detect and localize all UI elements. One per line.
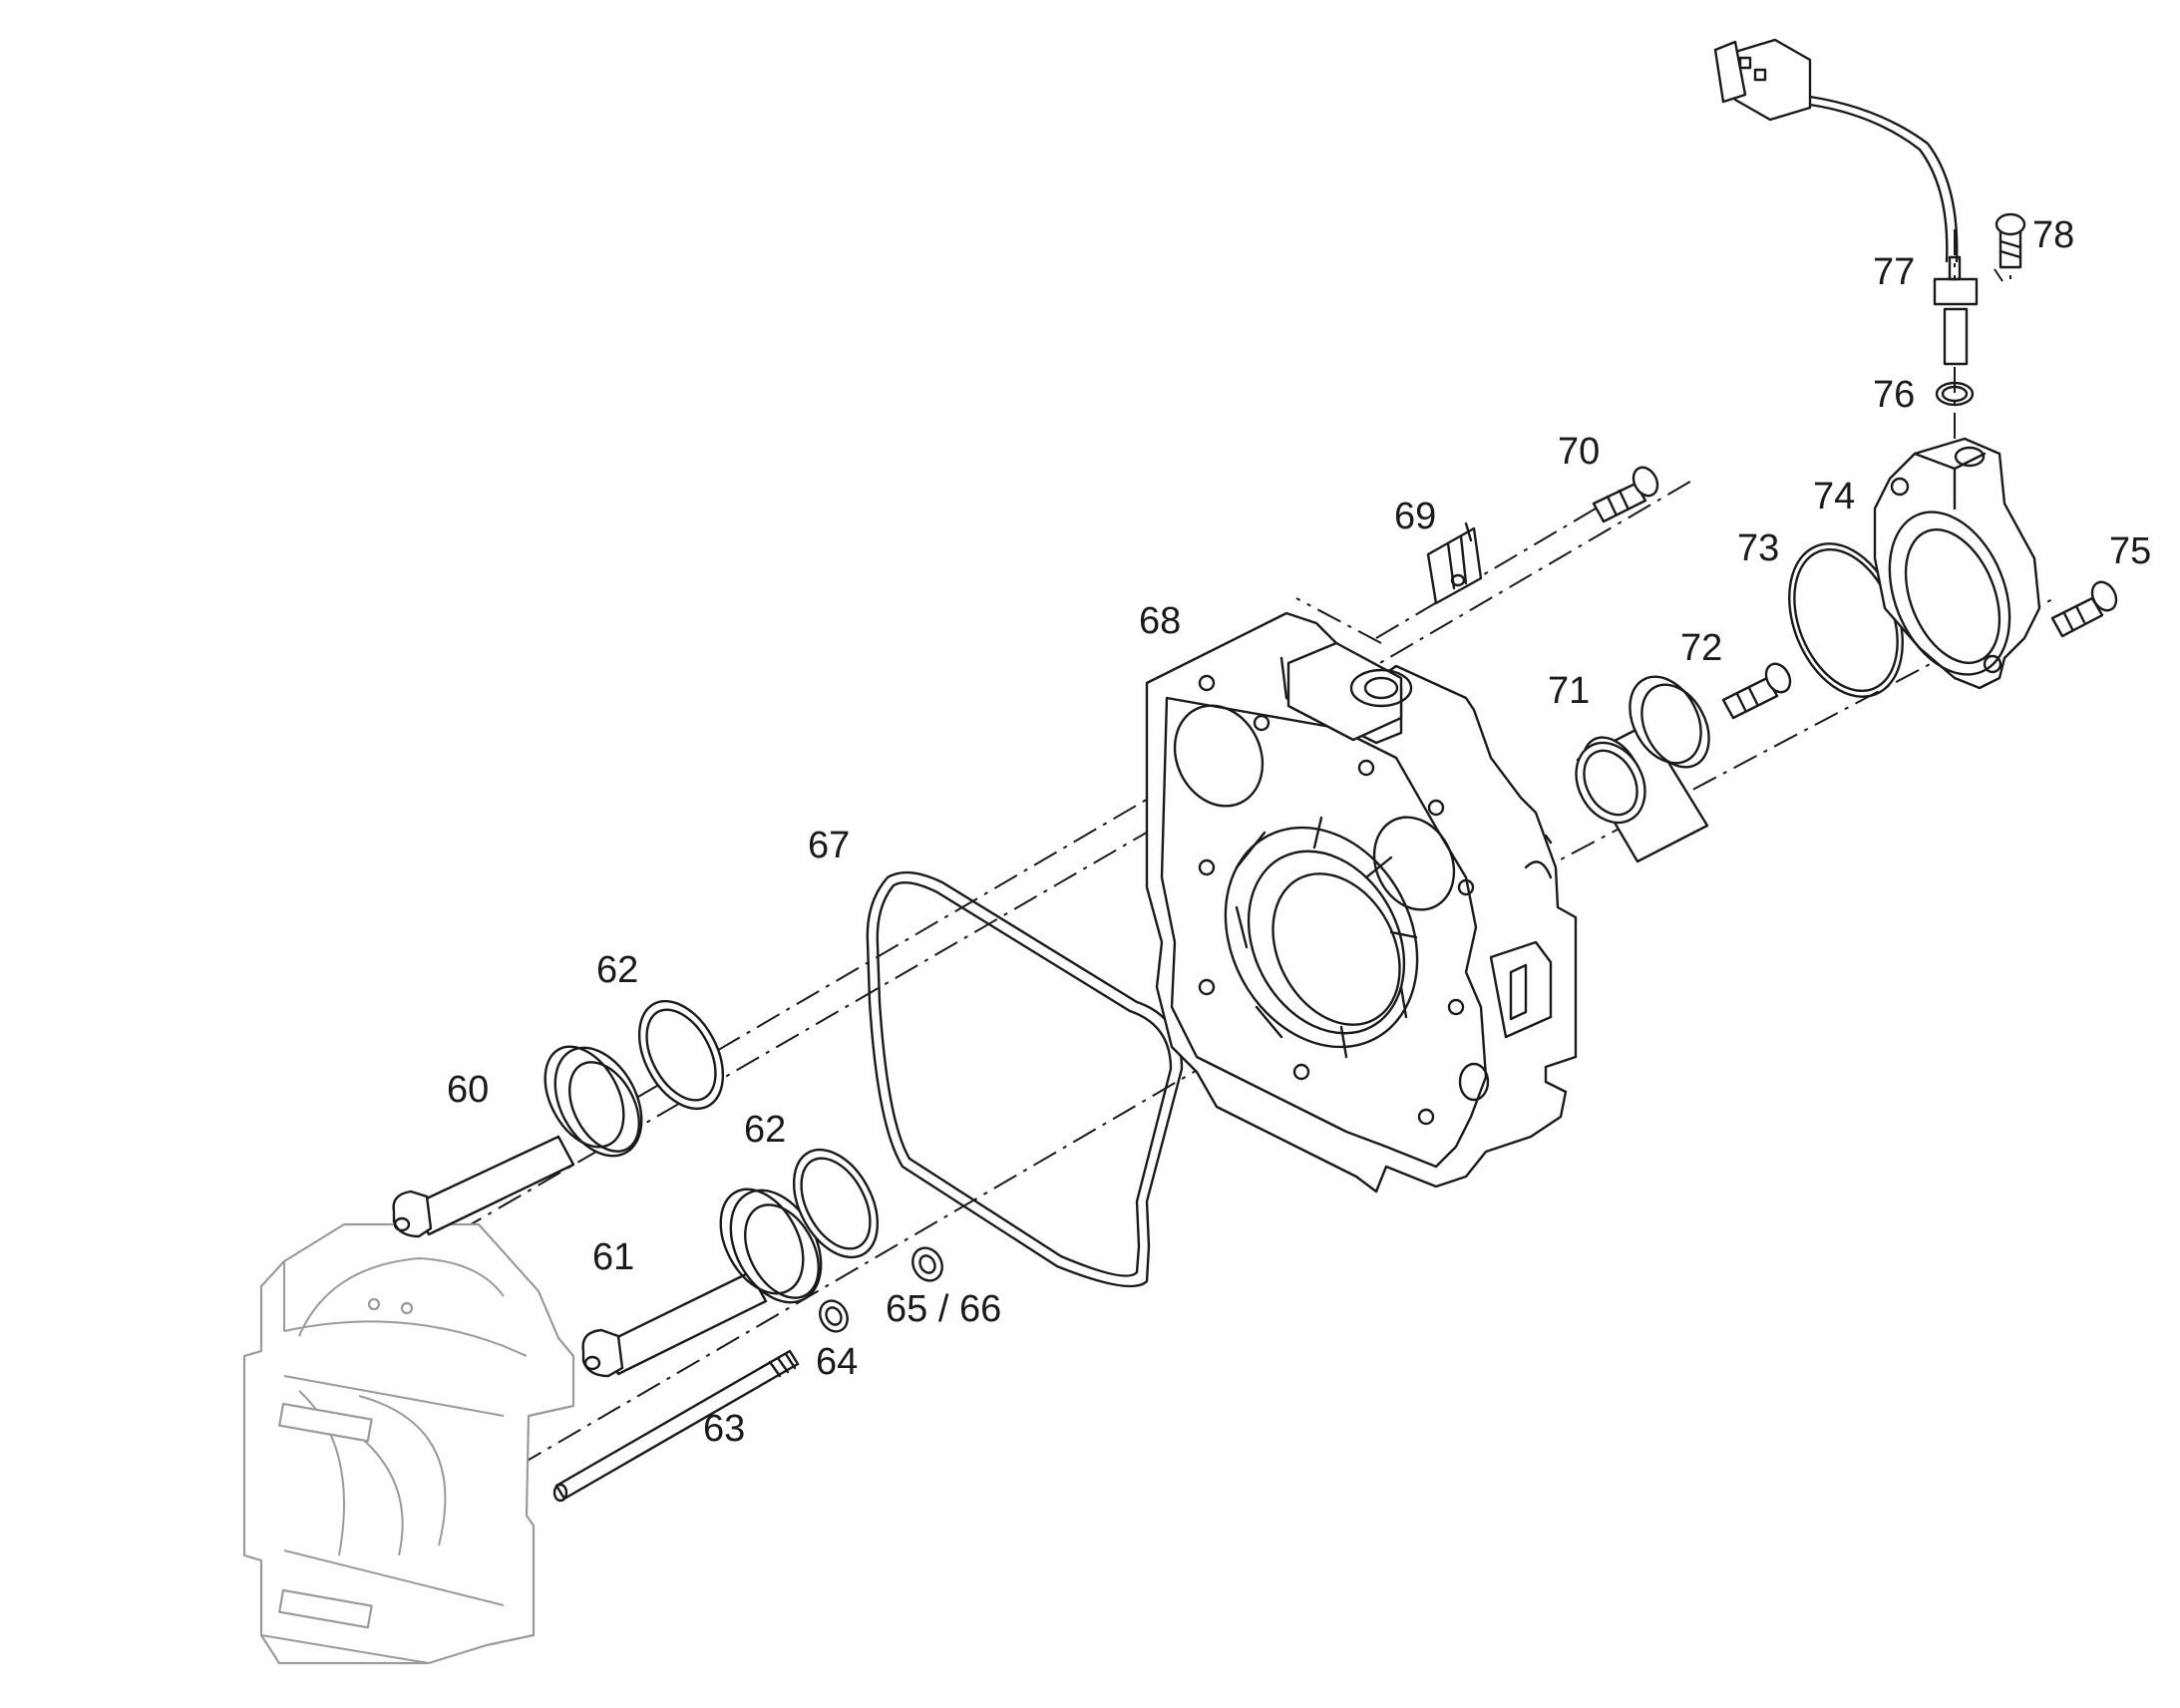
part-72-screw (1721, 662, 1792, 720)
callout-65-66: 65 / 66 (886, 1288, 1001, 1330)
part-63-pin (552, 1349, 800, 1503)
callout-78: 78 (2032, 214, 2074, 256)
part-62-orings (637, 999, 880, 1259)
callout-64: 64 (816, 1341, 858, 1383)
part-75-screw (2050, 580, 2118, 638)
callout-69: 69 (1394, 496, 1436, 537)
part-65-66-ring (911, 1246, 943, 1282)
part-60-valve (392, 1045, 643, 1238)
callout-68: 68 (1139, 600, 1181, 642)
callout-76: 76 (1873, 374, 1915, 416)
ghost-housing (242, 1222, 575, 1665)
callout-labels: 60 61 62 62 63 64 65 / 66 67 68 69 70 71… (447, 214, 2151, 1450)
callout-71: 71 (1548, 670, 1590, 712)
part-70-screw (1592, 466, 1659, 523)
part-74-cover (1873, 437, 2041, 690)
callout-63: 63 (703, 1408, 745, 1450)
callout-77: 77 (1873, 251, 1915, 293)
callout-62-upper: 62 (596, 949, 638, 991)
callout-70: 70 (1558, 431, 1600, 473)
part-77-sensor (1713, 38, 1979, 366)
part-61-valve (581, 1188, 823, 1378)
callout-74: 74 (1813, 476, 1855, 517)
part-69-bracket (1426, 521, 1483, 605)
part-64-ring (819, 1299, 849, 1333)
part-68-housing (1145, 611, 1578, 1194)
callout-61: 61 (592, 1236, 634, 1278)
callout-75: 75 (2109, 530, 2151, 572)
part-67-gasket (866, 870, 1184, 1288)
callout-60: 60 (447, 1069, 489, 1111)
part-71-gear-sleeve (1575, 675, 1710, 863)
callout-62-lower: 62 (744, 1109, 786, 1151)
part-78-screw (1994, 212, 2026, 282)
callout-67: 67 (808, 825, 850, 866)
callout-73: 73 (1737, 527, 1779, 569)
callout-72: 72 (1680, 627, 1722, 669)
part-76-oring (1935, 381, 1975, 407)
